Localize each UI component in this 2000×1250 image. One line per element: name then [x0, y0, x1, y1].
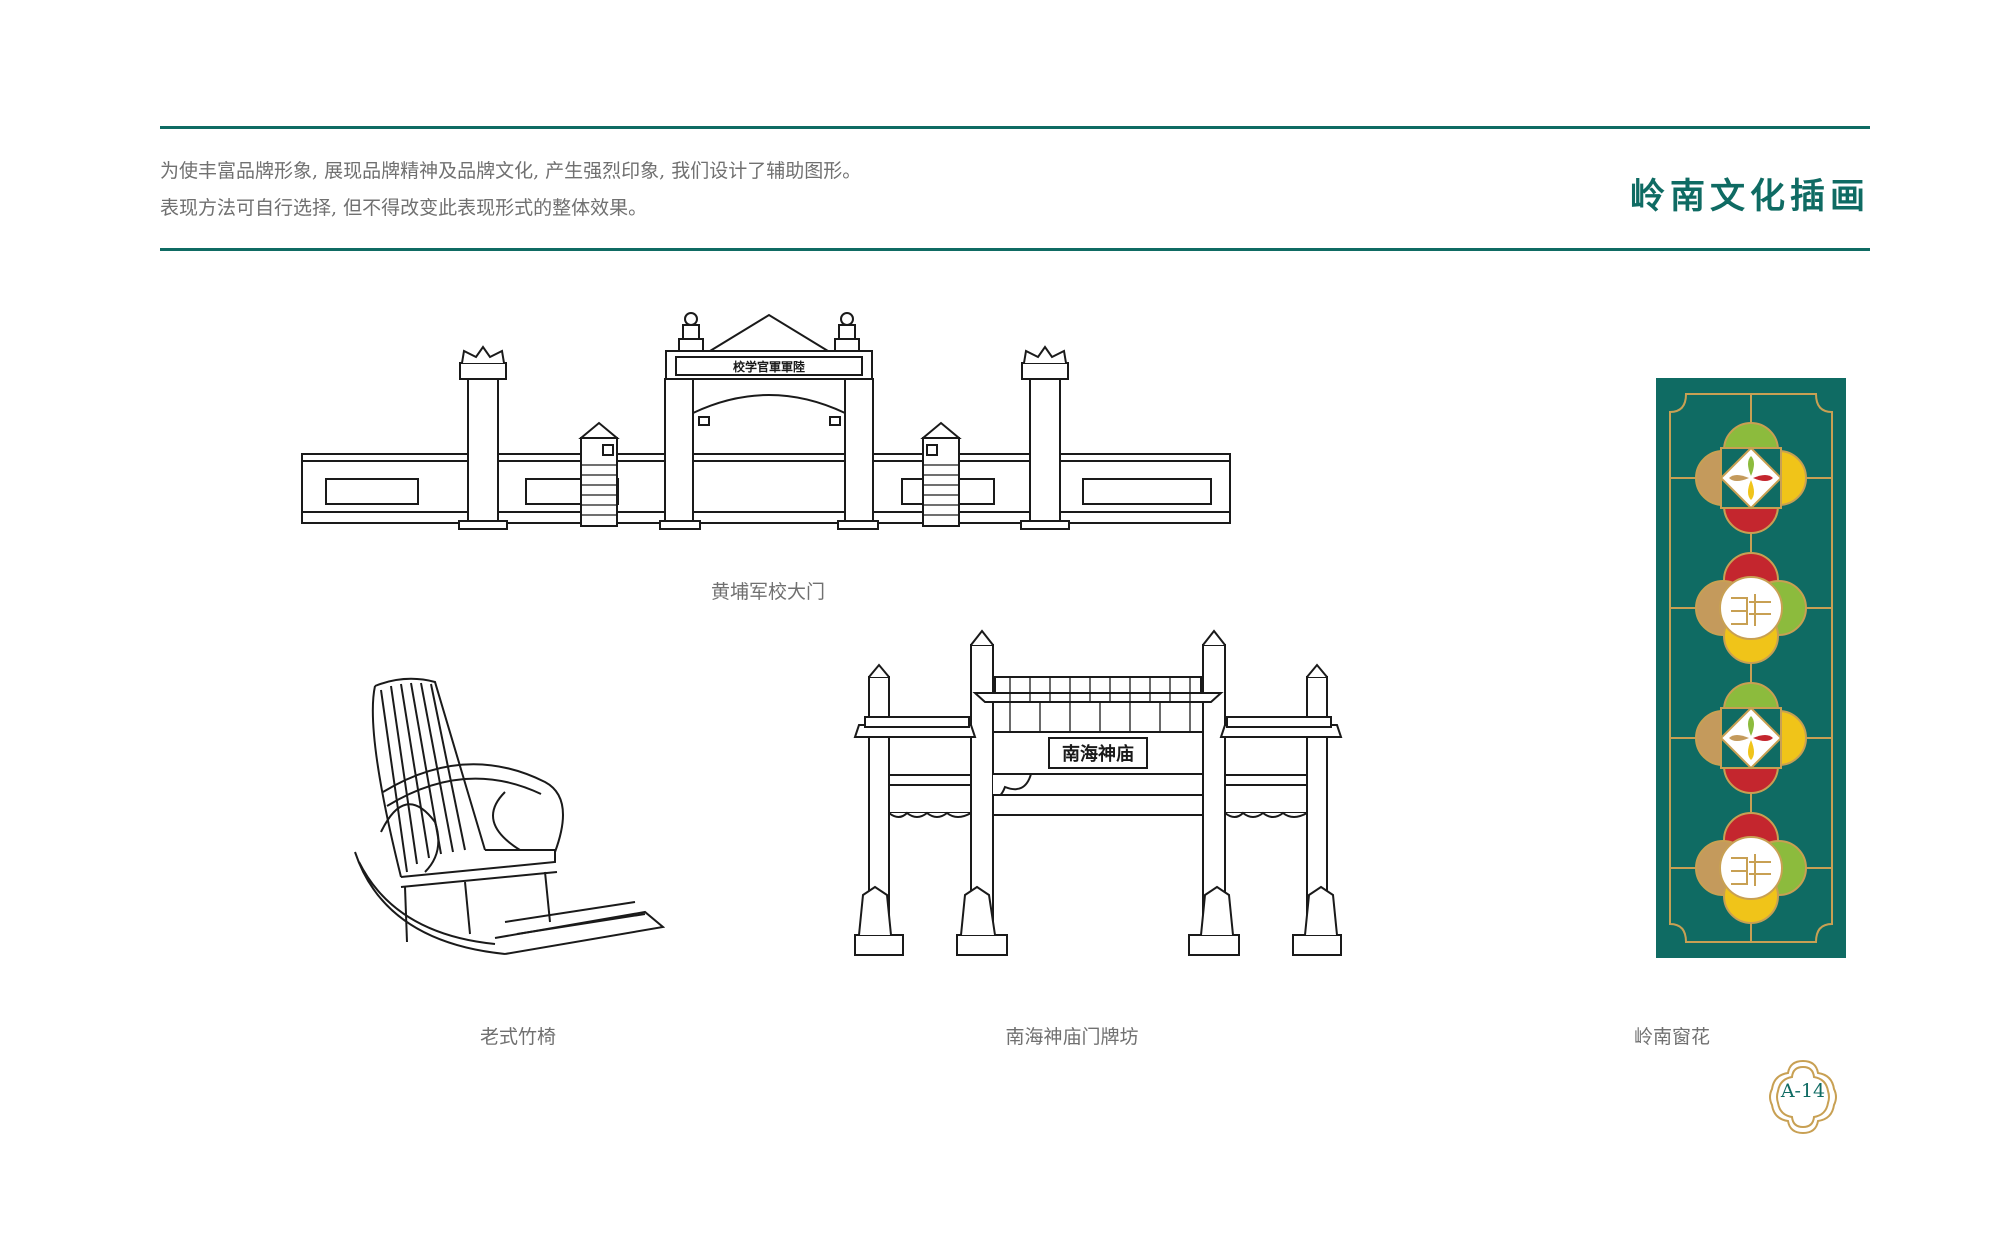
page-number: A-14 [1780, 1080, 1826, 1102]
intro-text-line-1: 为使丰富品牌形象, 展现品牌精神及品牌文化, 产生强烈印象, 我们设计了辅助图形… [160, 160, 862, 182]
page-title: 岭南文化插画 [1629, 176, 1870, 217]
whampoa-gate-illustration: 校学官軍軍陸 [301, 312, 1231, 530]
gate-caption: 黄埔军校大门 [710, 581, 826, 603]
archway-caption: 南海神庙门牌坊 [1005, 1026, 1139, 1048]
gate-sign-text: 校学官軍軍陸 [733, 359, 805, 374]
top-rule [160, 126, 1870, 129]
archway-sign-text: 南海神庙 [1062, 743, 1134, 765]
bottom-rule [160, 248, 1870, 251]
bamboo-chair-illustration [354, 677, 665, 955]
nanhai-archway-illustration: 南海神庙 [853, 629, 1343, 956]
lingnan-window-illustration [1656, 378, 1846, 958]
intro-text-line-2: 表现方法可自行选择, 但不得改变此表现形式的整体效果。 [160, 197, 648, 219]
chair-caption: 老式竹椅 [479, 1026, 557, 1048]
window-caption: 岭南窗花 [1633, 1026, 1711, 1048]
page-badge-icon [1769, 1059, 1837, 1135]
